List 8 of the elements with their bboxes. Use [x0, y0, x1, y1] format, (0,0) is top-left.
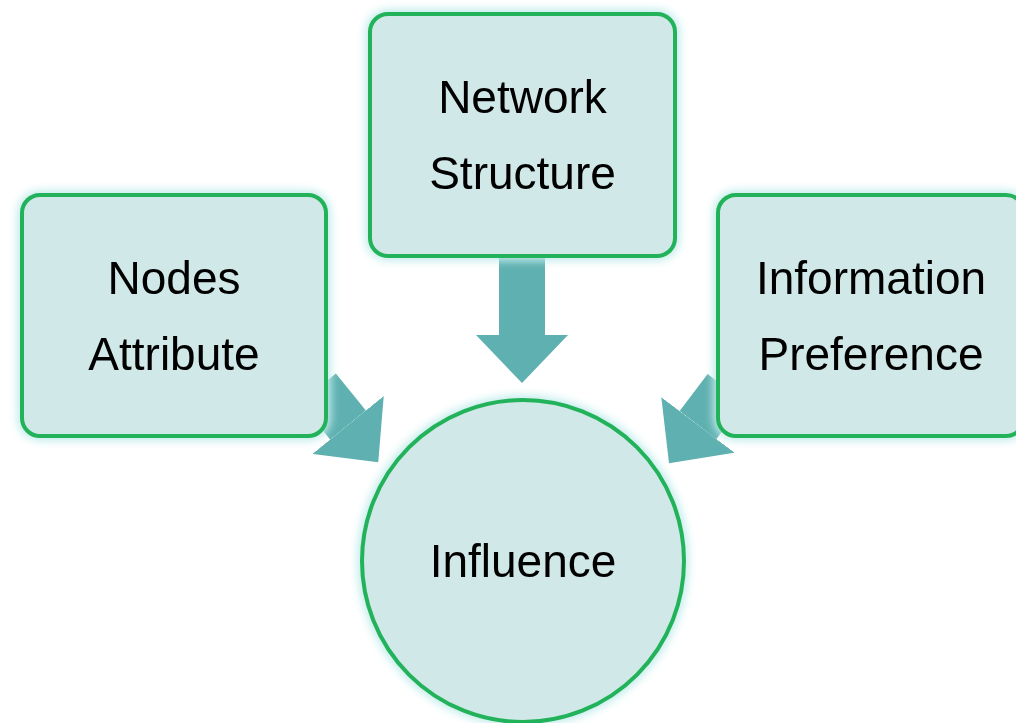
process-box: [716, 193, 1016, 438]
node-label: Influence: [429, 534, 617, 589]
process-box: [20, 193, 328, 438]
node-label: Nodes Attribute: [87, 250, 261, 382]
node-label: Network Structure: [428, 70, 617, 201]
block-arrow: [476, 258, 568, 383]
node-label: Information Preference: [754, 250, 988, 382]
process-box: [368, 12, 677, 258]
